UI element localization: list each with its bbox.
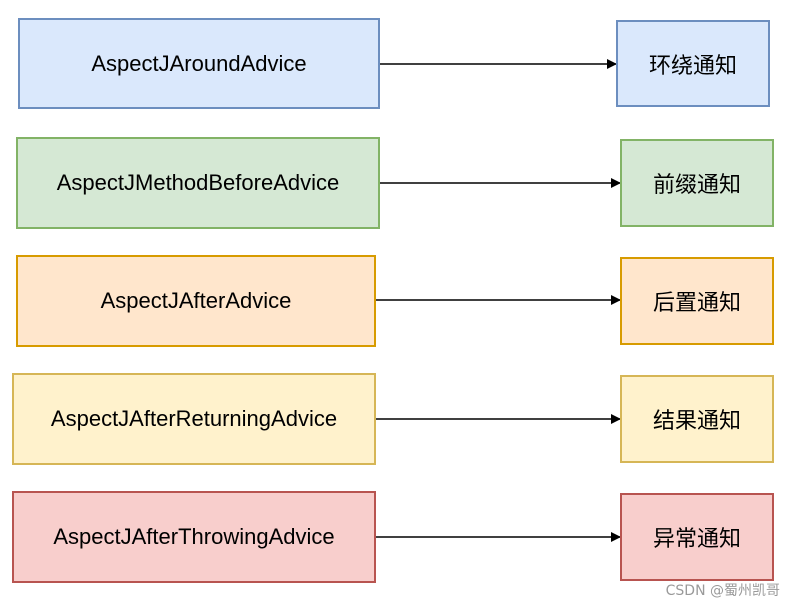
- box-label: AspectJAfterReturningAdvice: [50, 406, 338, 431]
- box-aspectj-after-returning-advice: AspectJAfterReturningAdvice: [12, 373, 376, 465]
- box-label: 后置通知: [652, 291, 741, 316]
- box-label: 环绕通知: [648, 53, 737, 79]
- box-label: 前缀通知: [652, 173, 741, 198]
- box-around-notice: 环绕通知: [616, 20, 770, 107]
- box-label: AspectJMethodBeforeAdvice: [56, 170, 340, 195]
- box-label: 异常通知: [652, 527, 741, 552]
- box-before-notice: 前缀通知: [620, 139, 774, 227]
- box-label: AspectJAfterAdvice: [100, 288, 292, 313]
- box-aspectj-after-advice: AspectJAfterAdvice: [16, 255, 376, 347]
- box-aspectj-method-before-advice: AspectJMethodBeforeAdvice: [16, 137, 380, 229]
- box-result-notice: 结果通知: [620, 375, 774, 463]
- box-aspectj-after-throwing-advice: AspectJAfterThrowingAdvice: [12, 491, 376, 583]
- watermark: CSDN @蜀州凯哥: [665, 583, 780, 599]
- box-label: 结果通知: [652, 409, 741, 434]
- box-label: AspectJAfterThrowingAdvice: [53, 524, 335, 549]
- box-label: AspectJAroundAdvice: [91, 50, 307, 76]
- box-after-notice: 后置通知: [620, 257, 774, 345]
- box-aspectj-around-advice: AspectJAroundAdvice: [18, 18, 380, 109]
- box-exception-notice: 异常通知: [620, 493, 774, 581]
